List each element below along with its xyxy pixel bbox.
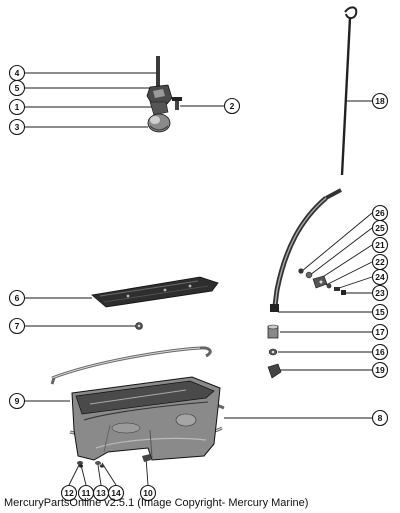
callout-circle	[8, 317, 26, 335]
callout-19: 19	[371, 361, 389, 379]
callout-label: 3	[15, 122, 20, 132]
callout-circle	[371, 323, 389, 341]
callout-label: 14	[111, 488, 121, 498]
callout-label: 16	[375, 347, 385, 357]
callout-18: 18	[371, 92, 389, 110]
leader-lines	[25, 72, 373, 486]
callout-circle	[371, 92, 389, 110]
callout-23: 23	[371, 284, 389, 302]
callout-label: 6	[15, 293, 20, 303]
callout-circle	[8, 79, 26, 97]
callout-2: 2	[223, 97, 241, 115]
callout-label: 18	[375, 96, 385, 106]
callout-circle	[223, 97, 241, 115]
callout-1: 1	[8, 98, 26, 116]
nut	[135, 322, 143, 330]
dipstick	[340, 6, 358, 176]
callout-label: 10	[143, 488, 153, 498]
callout-label: 11	[82, 488, 91, 498]
callout-label: 8	[378, 413, 383, 423]
callout-9: 9	[8, 392, 26, 410]
callout-7: 7	[8, 317, 26, 335]
drain-hardware	[77, 454, 151, 468]
tube-bracket-hardware	[298, 268, 346, 295]
callout-label: 4	[15, 68, 20, 78]
windage-tray	[91, 276, 219, 308]
callout-circle	[371, 409, 389, 427]
callout-12: 12	[60, 484, 78, 502]
callout-26: 26	[371, 204, 389, 222]
callout-8: 8	[371, 409, 389, 427]
callout-circle	[8, 98, 26, 116]
callout-22: 22	[371, 253, 389, 271]
callout-6: 6	[8, 289, 26, 307]
callout-label: 24	[375, 272, 385, 282]
oil-pan	[71, 376, 221, 461]
callout-21: 21	[371, 236, 389, 254]
callout-circle	[60, 484, 78, 502]
callout-circle	[8, 118, 26, 136]
callout-label: 25	[375, 223, 385, 233]
callout-label: 12	[64, 488, 74, 498]
callout-label: 23	[375, 288, 385, 298]
callout-24: 24	[371, 268, 389, 286]
callout-circle	[107, 484, 125, 502]
callout-label: 17	[375, 327, 385, 337]
callout-label: 7	[15, 321, 20, 331]
callout-label: 15	[375, 307, 385, 317]
callout-label: 22	[375, 257, 385, 267]
callout-label: 2	[230, 101, 235, 111]
image-caption: MercuryPartsOnline v2.5.1 (Image Copyrig…	[4, 497, 309, 509]
dipstick-tube	[270, 188, 342, 312]
callout-label: 1	[15, 102, 20, 112]
callout-17: 17	[371, 323, 389, 341]
callout-15: 15	[371, 303, 389, 321]
callout-circle	[371, 343, 389, 361]
callout-label: 26	[375, 208, 385, 218]
callout-10: 10	[139, 484, 157, 502]
callout-label: 5	[15, 83, 20, 93]
callout-circle	[371, 268, 389, 286]
callout-3: 3	[8, 118, 26, 136]
callout-circle	[371, 219, 389, 237]
callout-label: 19	[375, 365, 385, 375]
callout-25: 25	[371, 219, 389, 237]
callout-circle	[371, 303, 389, 321]
oil-pump-assembly	[146, 56, 182, 133]
callout-label: 9	[15, 396, 20, 406]
callout-label: 13	[96, 488, 106, 498]
callout-circle	[8, 289, 26, 307]
callout-circle	[8, 392, 26, 410]
callout-16: 16	[371, 343, 389, 361]
callout-circle	[371, 361, 389, 379]
callout-circle	[139, 484, 157, 502]
tube-fittings	[267, 324, 282, 379]
callout-circle	[371, 284, 389, 302]
callout-label: 21	[375, 240, 385, 250]
callout-circle	[371, 236, 389, 254]
callout-5: 5	[8, 79, 26, 97]
callout-4: 4	[8, 64, 26, 82]
callout-14: 14	[107, 484, 125, 502]
